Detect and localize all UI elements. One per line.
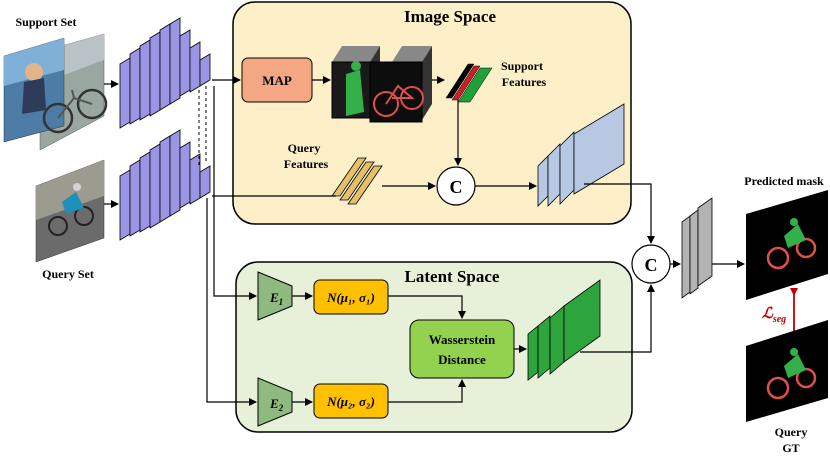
query-image [35,159,105,263]
wasserstein-label-2: Distance [438,352,486,367]
predicted-mask-image [746,190,828,300]
distribution-1-box [313,279,389,315]
wasserstein-distance-box [409,319,515,379]
wasserstein-label-1: Wasserstein [429,332,496,347]
query-features [331,157,383,205]
latent-space-title: Latent Space [405,267,500,286]
output-features [681,197,713,299]
concat-node-image-label: C [450,177,463,197]
query-gt-label-2: GT [782,441,799,455]
encoder-1-label: E1 [269,290,283,307]
distribution-2-label: N(μ₂, σ₂) [326,394,375,409]
connectors [104,76,745,406]
support-image-stack [3,33,108,151]
concat-node-fusion-label: C [645,255,658,275]
query-gt-image [746,320,828,422]
image-space-region [232,1,632,225]
query-features-label-2: Features [284,157,329,171]
map-label: MAP [262,73,292,88]
encoder-1 [257,271,293,321]
distribution-2-box [313,383,389,419]
query-gt-label-1: Query [775,425,808,439]
latent-features [527,279,601,381]
support-features-label-2: Features [502,75,547,89]
encoder-2 [257,377,293,427]
predicted-mask-label: Predicted mask [744,174,824,188]
query-set-label: Query Set [42,267,94,281]
image-space-title: Image Space [404,7,497,26]
encoder-2-label: E2 [269,396,284,413]
support-features-label-1: Support [501,59,543,73]
support-features [445,63,493,103]
loss-label: ℒseg [762,306,786,325]
query-features-label-1: Query [288,141,321,155]
masked-feature-cube [331,46,432,123]
support-set-label: Support Set [15,15,76,29]
distribution-1-label: N(μ₁, σ₁) [326,290,375,305]
support-backbone [119,17,211,129]
query-backbone [119,129,211,241]
concatenated-features [537,103,625,207]
